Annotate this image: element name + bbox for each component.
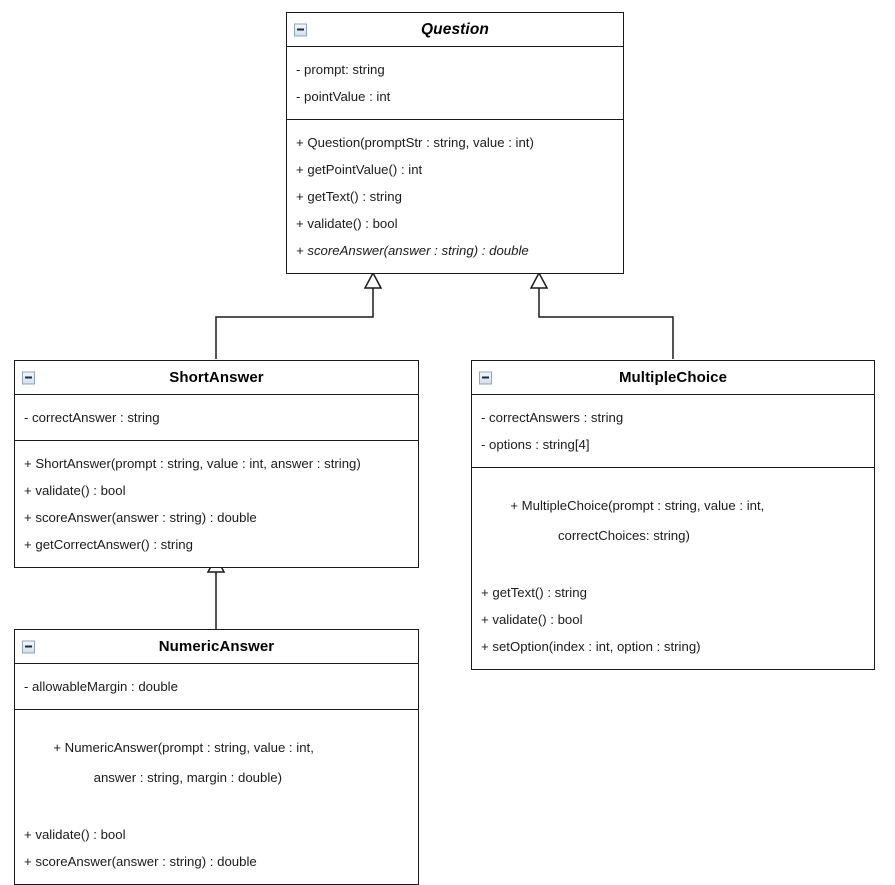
generalization-shortanswer-to-question: [215, 271, 383, 359]
class-methods-question: + Question(promptStr : string, value : i…: [287, 120, 623, 273]
class-name-multiplechoice: MultipleChoice: [618, 369, 728, 386]
method-row: + validate() : bool: [296, 216, 398, 231]
class-box-question[interactable]: Question - prompt: string - pointValue :…: [286, 12, 624, 274]
attribute-row: - allowableMargin : double: [24, 679, 178, 694]
class-attributes-question: - prompt: string - pointValue : int: [287, 47, 623, 120]
class-header-multiplechoice: MultipleChoice: [472, 361, 874, 395]
class-box-numericanswer[interactable]: NumericAnswer - allowableMargin : double…: [14, 629, 419, 885]
class-box-multiplechoice[interactable]: MultipleChoice - correctAnswers : string…: [471, 360, 875, 670]
method-row: + ShortAnswer(prompt : string, value : i…: [24, 456, 361, 471]
method-row: + getText() : string: [481, 585, 587, 600]
class-name-shortanswer: ShortAnswer: [169, 369, 264, 386]
generalization-multiplechoice-to-question: [529, 271, 674, 359]
method-row: + NumericAnswer(prompt : string, value :…: [15, 719, 418, 821]
method-row: + getPointValue() : int: [296, 162, 423, 177]
method-text-continued: correctChoices: string): [481, 528, 690, 543]
method-row: + getCorrectAnswer() : string: [24, 537, 193, 552]
method-row: + Question(promptStr : string, value : i…: [296, 135, 534, 150]
attribute-row: - options : string[4]: [481, 437, 590, 452]
method-text: + NumericAnswer(prompt : string, value :…: [53, 740, 314, 755]
class-header-question: Question: [287, 13, 623, 47]
collapse-minus-icon[interactable]: [22, 640, 35, 653]
method-row: + validate() : bool: [24, 483, 126, 498]
method-row-abstract: + scoreAnswer(answer : string) : double: [296, 243, 529, 258]
collapse-minus-icon[interactable]: [22, 371, 35, 384]
class-attributes-numericanswer: - allowableMargin : double: [15, 664, 418, 710]
method-row: + scoreAnswer(answer : string) : double: [24, 510, 257, 525]
class-header-shortanswer: ShortAnswer: [15, 361, 418, 395]
class-attributes-multiplechoice: - correctAnswers : string - options : st…: [472, 395, 874, 468]
attribute-row: - pointValue : int: [296, 89, 391, 104]
class-methods-shortanswer: + ShortAnswer(prompt : string, value : i…: [15, 441, 418, 567]
generalization-arrowhead: [529, 271, 549, 289]
uml-diagram-canvas: Question - prompt: string - pointValue :…: [14, 12, 875, 885]
attribute-row: - prompt: string: [296, 62, 385, 77]
class-attributes-shortanswer: - correctAnswer : string: [15, 395, 418, 441]
collapse-minus-icon[interactable]: [479, 371, 492, 384]
class-methods-multiplechoice: + MultipleChoice(prompt : string, value …: [472, 468, 874, 669]
method-row: + setOption(index : int, option : string…: [481, 639, 701, 654]
method-text: + MultipleChoice(prompt : string, value …: [510, 498, 765, 513]
class-box-shortanswer[interactable]: ShortAnswer - correctAnswer : string + S…: [14, 360, 419, 568]
generalization-arrowhead: [363, 271, 383, 289]
method-row: + validate() : bool: [481, 612, 583, 627]
class-header-numericanswer: NumericAnswer: [15, 630, 418, 664]
method-text-continued: answer : string, margin : double): [24, 770, 282, 785]
class-name-question: Question: [421, 20, 489, 38]
method-row: + validate() : bool: [24, 827, 126, 842]
method-row: + getText() : string: [296, 189, 402, 204]
method-row: + MultipleChoice(prompt : string, value …: [472, 477, 874, 579]
attribute-row: - correctAnswer : string: [24, 410, 160, 425]
attribute-row: - correctAnswers : string: [481, 410, 624, 425]
class-name-numericanswer: NumericAnswer: [158, 638, 275, 655]
class-methods-numericanswer: + NumericAnswer(prompt : string, value :…: [15, 710, 418, 884]
method-row: + scoreAnswer(answer : string) : double: [24, 854, 257, 869]
collapse-minus-icon[interactable]: [294, 23, 307, 36]
